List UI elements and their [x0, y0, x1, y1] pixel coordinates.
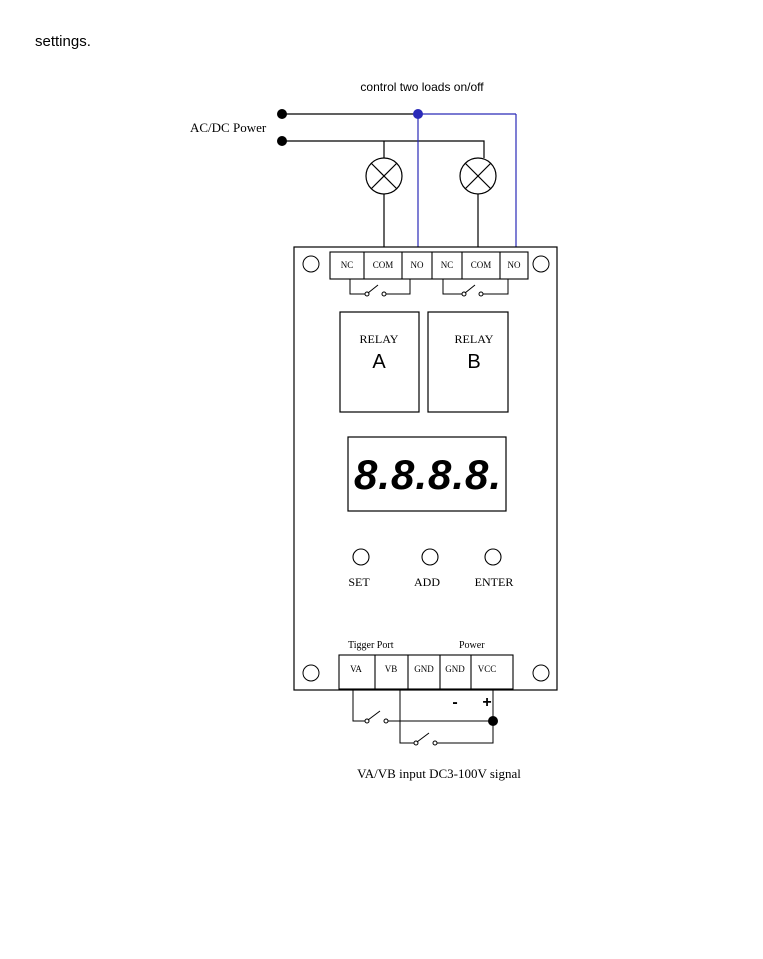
relay-b-contact-icon: [442, 279, 509, 297]
plus-sign: +: [482, 694, 491, 711]
relay-b-box: [427, 311, 509, 413]
add-button-label: ADD: [414, 575, 440, 589]
relay-a-label: RELAY: [360, 332, 399, 346]
input-caption: VA/VB input DC3-100V signal: [357, 766, 521, 781]
intro-text: settings.: [35, 33, 91, 50]
terminal-top-nc-b: NC: [441, 260, 454, 270]
enter-button-label: ENTER: [475, 575, 514, 589]
lamp-a-icon: [365, 157, 403, 195]
trigger-port-label: Tigger Port: [348, 640, 394, 651]
add-button[interactable]: [421, 548, 439, 566]
terminal-top-com-b: COM: [471, 260, 492, 270]
mount-hole-tl: [302, 255, 320, 273]
set-button[interactable]: [352, 548, 370, 566]
terminal-vb: VB: [385, 664, 398, 674]
minus-sign: -: [452, 694, 457, 711]
terminal-top-no-b: NO: [508, 260, 521, 270]
power-port-label: Power: [459, 640, 485, 651]
terminal-top-nc-a: NC: [341, 260, 354, 270]
mount-hole-br: [532, 664, 550, 682]
power-source-label: AC/DC Power: [190, 120, 267, 135]
lamp-b-icon: [459, 157, 497, 195]
set-button-label: SET: [348, 575, 370, 589]
signal-junction-dot: [488, 716, 498, 726]
display-readout: 8.8.8.8.: [354, 451, 502, 498]
led-display: [347, 436, 507, 512]
top-terminal-block: [329, 251, 529, 280]
enter-button[interactable]: [484, 548, 502, 566]
terminal-vcc: VCC: [478, 664, 497, 674]
terminal-gnd-power: GND: [445, 664, 465, 674]
terminal-top-com-a: COM: [373, 260, 394, 270]
terminal-va: VA: [350, 664, 362, 674]
trigger-switch-b-icon: [399, 689, 494, 746]
mount-hole-tr: [532, 255, 550, 273]
relay-b-label: RELAY: [455, 332, 494, 346]
relay-a-letter: A: [372, 351, 386, 373]
diagram-title: control two loads on/off: [360, 80, 484, 94]
mount-hole-bl: [302, 664, 320, 682]
terminal-gnd-trigger: GND: [414, 664, 434, 674]
relay-b-letter: B: [467, 351, 480, 373]
power-wires: [282, 113, 485, 254]
bottom-terminal-block: [338, 654, 514, 690]
trigger-switch-a-icon: [352, 689, 493, 724]
relay-a-contact-icon: [349, 279, 411, 297]
terminal-top-no-a: NO: [411, 260, 424, 270]
junction-dot: [413, 109, 423, 119]
relay-a-box: [339, 311, 420, 413]
blue-wires: [417, 113, 517, 254]
